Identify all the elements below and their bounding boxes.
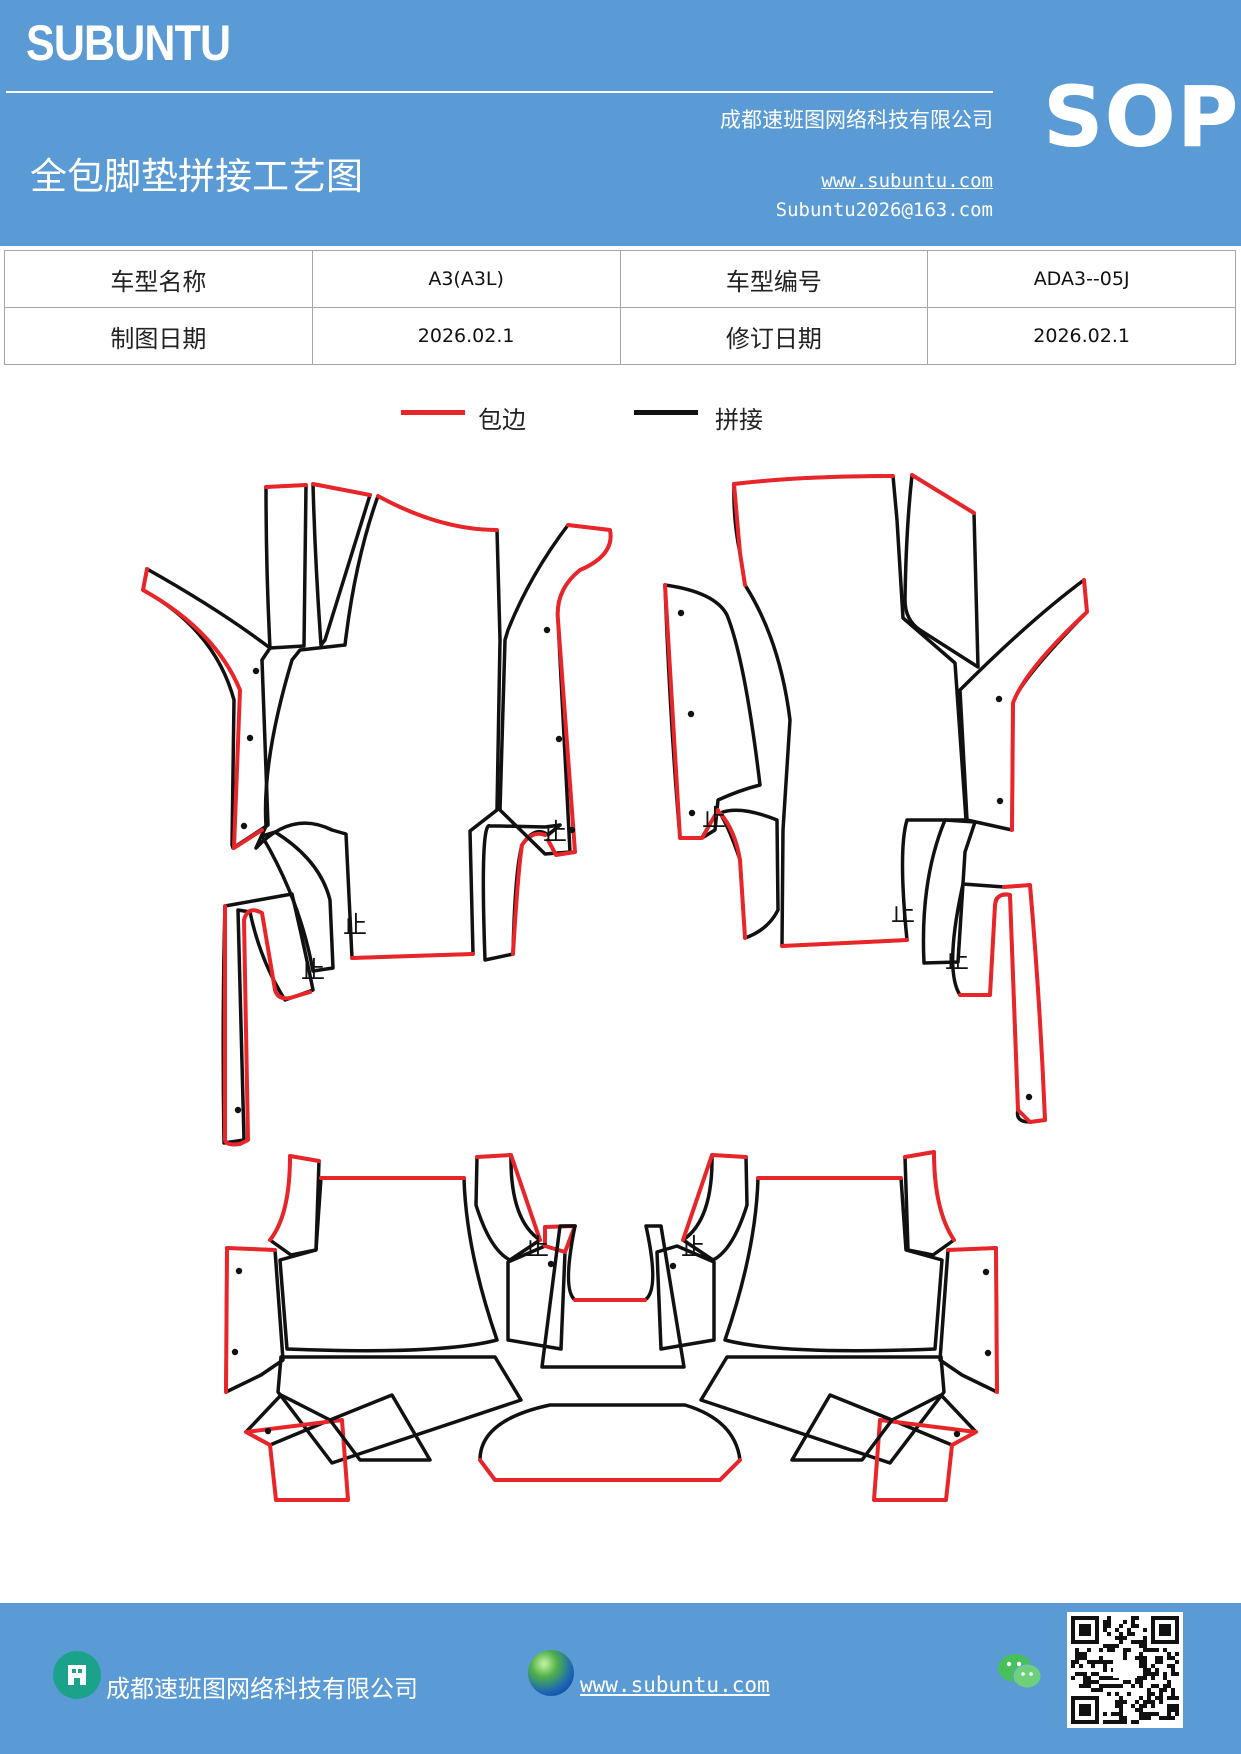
- footer-website-link[interactable]: www.subuntu.com: [580, 1673, 770, 1697]
- stop-mark: 止: [702, 804, 726, 832]
- draw-date-value: 2026.02.1: [311, 307, 621, 365]
- sop-badge: SOP: [1043, 68, 1240, 166]
- stop-mark: 止: [543, 818, 567, 846]
- globe-icon: [528, 1650, 574, 1696]
- rear-mats: [224, 1150, 999, 1502]
- page-title: 全包脚垫拼接工艺图: [30, 155, 363, 198]
- front-right-mat: [663, 473, 1089, 1124]
- model-code-value: ADA3--05J: [927, 250, 1236, 308]
- wechat-icon: [996, 1650, 1044, 1694]
- draw-date-label: 制图日期: [4, 307, 313, 365]
- building-icon: [53, 1651, 101, 1699]
- header-banner: [0, 0, 1241, 246]
- qr-code[interactable]: [1067, 1612, 1183, 1728]
- table-row: 制图日期 2026.02.1 修订日期 2026.02.1: [4, 307, 1236, 365]
- mat-splice-diagram: 止 止 止 止 止 止 止 止: [141, 473, 1089, 1502]
- stop-mark: 止: [891, 899, 915, 927]
- header-website-link[interactable]: www.subuntu.com: [821, 170, 993, 192]
- model-code-label: 车型编号: [619, 250, 929, 308]
- header-email: Subuntu2026@163.com: [775, 199, 993, 221]
- front-left-mat: [141, 482, 613, 1147]
- header-company: 成都速班图网络科技有限公司: [720, 108, 993, 132]
- model-name-label: 车型名称: [4, 250, 313, 308]
- stop-mark: 止: [343, 911, 367, 939]
- header-divider: [6, 91, 993, 93]
- stop-mark: 止: [945, 946, 969, 974]
- stop-mark: 止: [525, 1233, 549, 1261]
- stop-mark: 止: [301, 956, 325, 984]
- table-row: 车型名称 A3(A3L) 车型编号 ADA3--05J: [4, 250, 1236, 308]
- info-table: 车型名称 A3(A3L) 车型编号 ADA3--05J 制图日期 2026.02…: [4, 250, 1236, 365]
- legend-splice-swatch: [634, 410, 698, 415]
- brand-logo: SUBUNTU: [26, 15, 231, 71]
- legend-wrap-swatch: [401, 410, 465, 415]
- model-name-value: A3(A3L): [311, 250, 621, 308]
- footer-company: 成都速班图网络科技有限公司: [106, 1675, 418, 1703]
- revise-date-value: 2026.02.1: [927, 307, 1236, 365]
- stop-mark: 止: [681, 1233, 705, 1261]
- legend-wrap-label: 包边: [478, 406, 526, 434]
- revise-date-label: 修订日期: [619, 307, 929, 365]
- legend-splice-label: 拼接: [715, 406, 763, 434]
